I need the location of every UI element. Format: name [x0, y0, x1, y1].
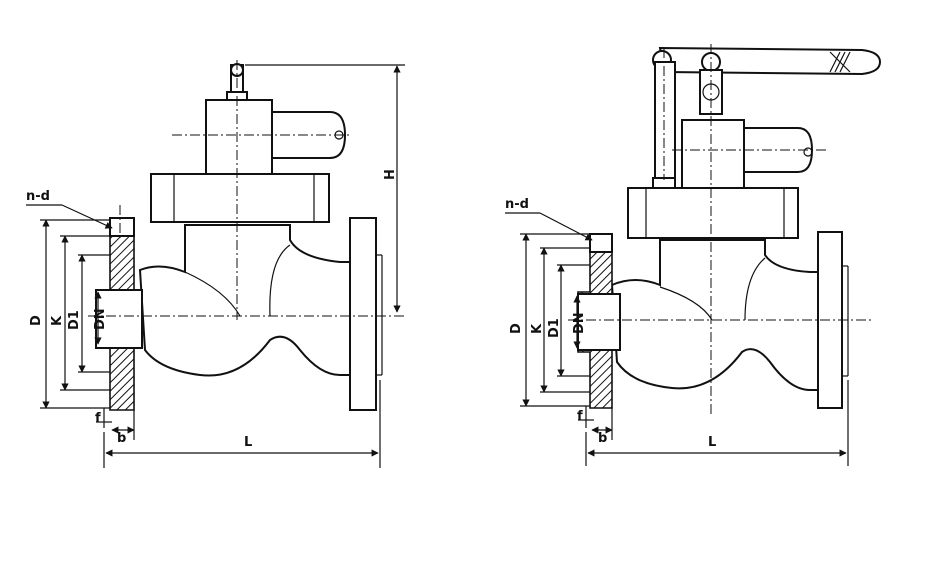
- left-outlet-flange: [349, 217, 377, 411]
- left-label-nd: n-d: [26, 189, 50, 204]
- right-label-DN: DN: [572, 312, 587, 334]
- left-label-D1: D1: [67, 310, 82, 330]
- right-actuator: [681, 119, 814, 191]
- left-bonnet: [150, 173, 330, 223]
- left-label-L: L: [244, 435, 252, 450]
- right-bonnet: [627, 187, 799, 239]
- right-label-f: f: [577, 409, 583, 424]
- left-label-D: D: [29, 315, 44, 326]
- left-label-DN: DN: [93, 308, 108, 330]
- right-valve-body: [610, 239, 819, 391]
- left-label-H: H: [383, 169, 398, 180]
- right-label-K: K: [530, 323, 545, 334]
- left-valve: n-d D K D1 DN H f b L: [26, 60, 405, 468]
- right-label-b: b: [598, 431, 607, 446]
- left-label-K: K: [50, 315, 65, 326]
- right-label-D1: D1: [547, 318, 562, 338]
- left-valve-body: [138, 224, 351, 377]
- right-valve: n-d D K D1 DN f b L: [505, 44, 882, 466]
- left-actuator: [205, 99, 347, 175]
- right-label-nd: n-d: [505, 197, 529, 212]
- left-label-b: b: [117, 431, 126, 446]
- left-label-f: f: [95, 411, 101, 426]
- right-manual-lever: [652, 46, 882, 191]
- right-label-D: D: [509, 323, 524, 334]
- right-label-L: L: [708, 435, 716, 450]
